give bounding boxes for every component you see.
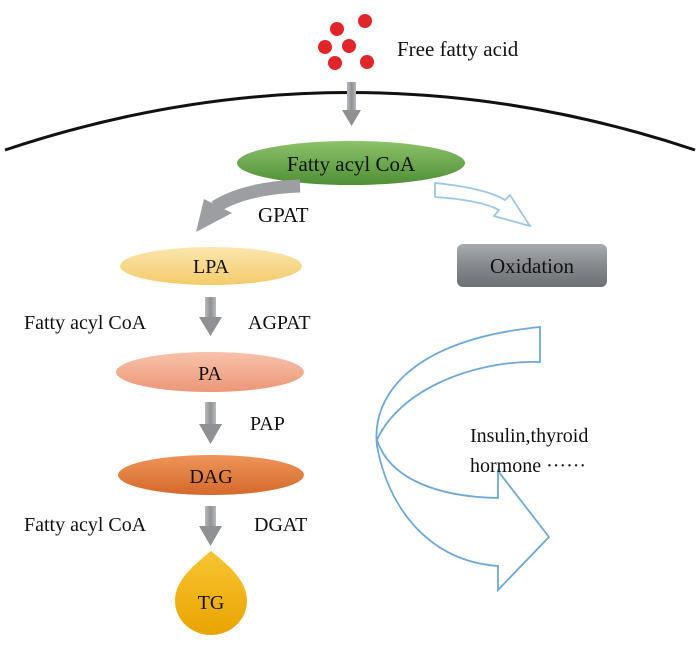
oxidation-label: Oxidation: [490, 254, 574, 278]
pa-label: PA: [198, 363, 222, 385]
gpat-arrow: [196, 179, 301, 232]
fatty-acyl-coa-top-label: Fatty acyl CoA: [287, 152, 416, 176]
tg-label: TG: [198, 592, 225, 614]
dag-node: [118, 455, 304, 495]
tg-droplet: [175, 551, 247, 635]
regulators-label-line1: Insulin,thyroid: [470, 425, 588, 447]
fatty-acyl-coa-label-1: Fatty acyl CoA: [24, 312, 147, 334]
regulation-curved-arrow: [375, 326, 551, 593]
pap-label: PAP: [250, 413, 285, 435]
agpat-arrow: [199, 297, 222, 336]
gpat-label: GPAT: [258, 203, 309, 227]
fatty-acid-dots: [318, 14, 374, 70]
oxidation-arrow: [434, 182, 533, 228]
lpa-node: [120, 247, 302, 285]
dgat-arrow: [199, 506, 222, 546]
fatty-acyl-coa-label-2: Fatty acyl CoA: [24, 514, 147, 536]
oxidation-box: [457, 244, 607, 287]
uptake-arrow: [342, 82, 361, 126]
fatty-acyl-coa-node: [237, 141, 465, 185]
free-fatty-acid-label: Free fatty acid: [397, 37, 519, 61]
dgat-label: DGAT: [254, 514, 307, 536]
regulators-label-line2: hormone ······: [470, 455, 586, 477]
pap-arrow: [199, 402, 222, 444]
dag-label: DAG: [189, 466, 232, 488]
lpa-label: LPA: [193, 256, 230, 278]
pa-node: [116, 352, 304, 392]
agpat-label: AGPAT: [248, 312, 311, 334]
